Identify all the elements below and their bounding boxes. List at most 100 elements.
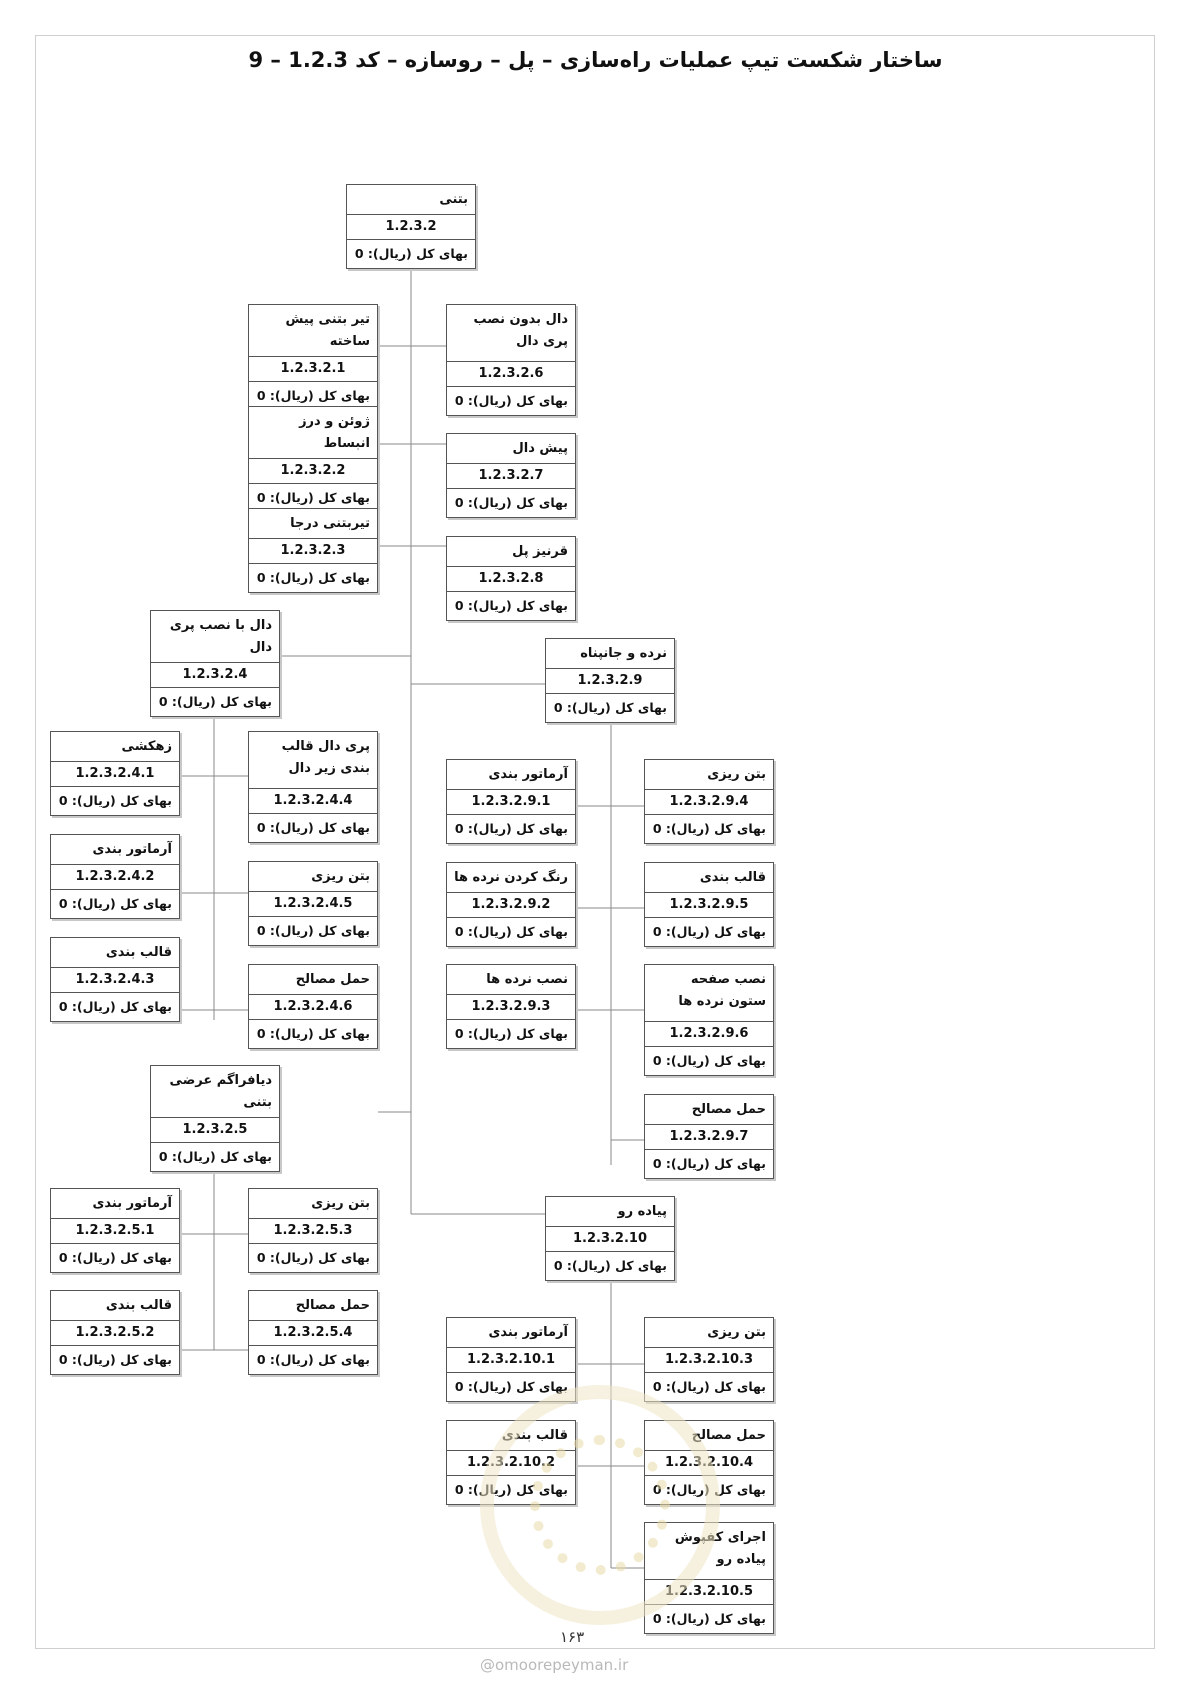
node-price: بهای کل (ریال): 0 (256, 1026, 370, 1041)
node-code: 1.2.3.2.2 (249, 459, 377, 484)
node-price: بهای کل (ریال): 0 (454, 924, 568, 939)
node-name: حمل مصالح (249, 1291, 377, 1321)
node-name: بتن ریزی (645, 1318, 773, 1348)
node-code: 1.2.3.2.9.3 (447, 995, 575, 1020)
node-price: بهای کل (ریال): 0 (256, 1250, 370, 1265)
node-name: پیش دال (447, 434, 575, 464)
node-price: بهای کل (ریال): 0 (553, 700, 667, 715)
node-name: پری دال قالب بندی زیر دال (249, 732, 377, 789)
node-code: 1.2.3.2.9.6 (645, 1022, 773, 1047)
node-name: حمل مصالح (645, 1095, 773, 1125)
node-name: ژوئن و درز انبساط (249, 407, 377, 459)
page-title: ساختار شکست تیپ عملیات راه‌سازی – پل – ر… (248, 48, 943, 72)
node-code: 1.2.3.2.5.1 (51, 1219, 179, 1244)
node-price: بهای کل (ریال): 0 (256, 490, 370, 505)
node-name: بتن ریزی (249, 862, 377, 892)
node-name: بتن ریزی (249, 1189, 377, 1219)
node-code: 1.2.3.2.6 (447, 362, 575, 387)
node-code: 1.2.3.2.3 (249, 539, 377, 564)
node-code: 1.2.3.2.5.4 (249, 1321, 377, 1346)
node-code: 1.2.3.2.9.4 (645, 790, 773, 815)
node-code: 1.2.3.2.9.1 (447, 790, 575, 815)
node-name: تیربتنی درجا (249, 509, 377, 539)
node-code: 1.2.3.2.4.1 (51, 762, 179, 787)
node-code: 1.2.3.2.5.2 (51, 1321, 179, 1346)
node-code: 1.2.3.2.4.3 (51, 968, 179, 993)
node-code: 1.2.3.2.1 (249, 357, 377, 382)
node-price: بهای کل (ریال): 0 (553, 1258, 667, 1273)
watermark-seal (480, 1385, 720, 1625)
node-code: 1.2.3.2.4 (151, 663, 279, 688)
node-code: 1.2.3.2.9.2 (447, 893, 575, 918)
node-code: 1.2.3.2.5 (151, 1118, 279, 1143)
node-code: 1.2.3.2.8 (447, 567, 575, 592)
node-name: قالب بندی (51, 938, 179, 968)
node-name: آرماتور بندی (447, 1318, 575, 1348)
node-code: 1.2.3.2.10.3 (645, 1348, 773, 1373)
page-number: ۱۶۳ (560, 1628, 585, 1646)
node-code: 1.2.3.2 (347, 215, 475, 240)
node-name: قرنیز پل (447, 537, 575, 567)
node-price: بهای کل (ریال): 0 (652, 1156, 766, 1171)
node-price: بهای کل (ریال): 0 (652, 821, 766, 836)
node-code: 1.2.3.2.7 (447, 464, 575, 489)
page-frame (35, 35, 1155, 1649)
node-price: بهای کل (ریال): 0 (158, 694, 272, 709)
node-price: بهای کل (ریال): 0 (58, 1250, 172, 1265)
node-price: بهای کل (ریال): 0 (454, 1379, 568, 1394)
node-price: بهای کل (ریال): 0 (652, 1611, 766, 1626)
node-code: 1.2.3.2.4.2 (51, 865, 179, 890)
website-watermark: @omoorepeyman.ir (480, 1656, 629, 1674)
node-name: بتن ریزی (645, 760, 773, 790)
node-price: بهای کل (ریال): 0 (454, 821, 568, 836)
node-price: بهای کل (ریال): 0 (256, 820, 370, 835)
node-name: نصب نرده ها (447, 965, 575, 995)
node-code: 1.2.3.2.4.6 (249, 995, 377, 1020)
node-price: بهای کل (ریال): 0 (158, 1149, 272, 1164)
node-name: رنگ کردن نرده ها (447, 863, 575, 893)
node-code: 1.2.3.2.10.5 (645, 1580, 773, 1605)
node-name: پیاده رو (546, 1197, 674, 1227)
node-code: 1.2.3.2.5.3 (249, 1219, 377, 1244)
node-name: دیافراگم عرضی بتنی (151, 1066, 279, 1118)
node-name: آرماتور بندی (51, 1189, 179, 1219)
node-code: 1.2.3.2.4.4 (249, 789, 377, 814)
node-price: بهای کل (ریال): 0 (354, 246, 468, 261)
node-name: حمل مصالح (645, 1421, 773, 1451)
node-price: بهای کل (ریال): 0 (256, 570, 370, 585)
node-price: بهای کل (ریال): 0 (58, 999, 172, 1014)
node-price: بهای کل (ریال): 0 (58, 1352, 172, 1367)
node-code: 1.2.3.2.10.1 (447, 1348, 575, 1373)
node-name: قالب بندی (51, 1291, 179, 1321)
node-code: 1.2.3.2.9.5 (645, 893, 773, 918)
node-name: نرده و جانپناه (546, 639, 674, 669)
node-name: زهکشی (51, 732, 179, 762)
node-price: بهای کل (ریال): 0 (454, 393, 568, 408)
